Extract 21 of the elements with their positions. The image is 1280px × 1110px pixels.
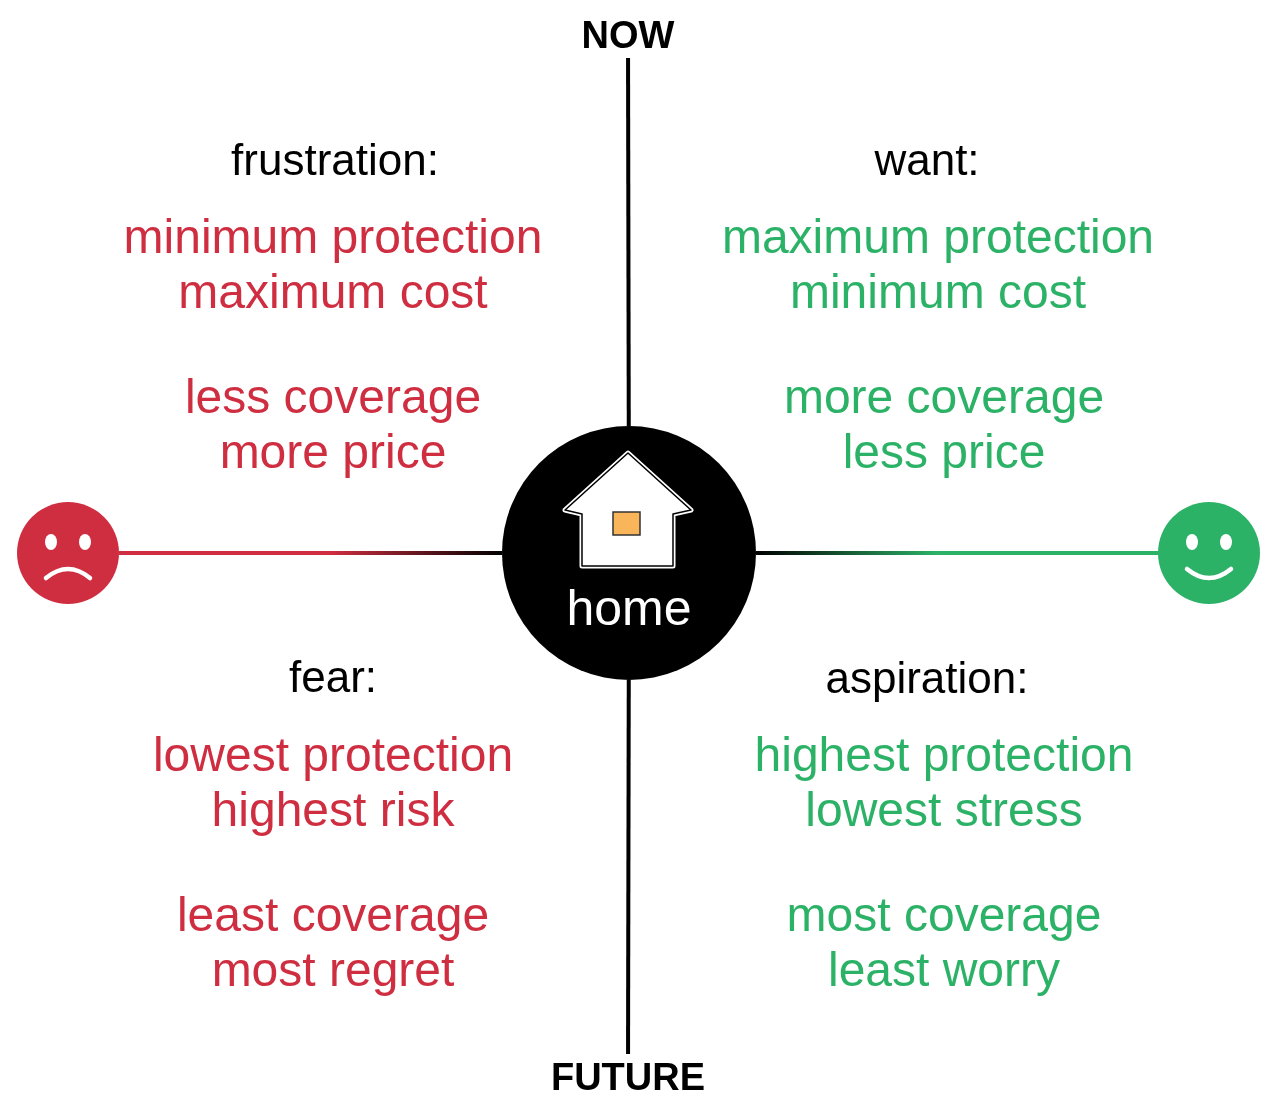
happy-face-icon bbox=[1158, 502, 1260, 604]
connector-line bbox=[756, 551, 1158, 555]
connector-line bbox=[119, 551, 502, 555]
quadrant-text: more coverage less price bbox=[782, 369, 1106, 479]
quadrant-heading: want: bbox=[874, 134, 980, 186]
quadrant-text: maximum protection minimum cost bbox=[720, 209, 1156, 319]
connector-line bbox=[626, 680, 631, 1054]
quadrant-heading: frustration: bbox=[231, 134, 439, 186]
quadrant-text: most coverage least worry bbox=[785, 887, 1103, 997]
connector-line bbox=[626, 58, 631, 426]
quadrant-text: highest protection lowest stress bbox=[753, 727, 1135, 837]
sad-face-icon bbox=[17, 502, 119, 604]
node-label: home bbox=[566, 579, 692, 638]
axis-label: NOW bbox=[581, 13, 675, 58]
quadrant-heading: fear: bbox=[289, 651, 377, 703]
axis-label: FUTURE bbox=[550, 1055, 706, 1100]
quadrant-heading: aspiration: bbox=[825, 652, 1029, 704]
quadrant-text: least coverage most regret bbox=[175, 887, 491, 997]
quadrant-text: minimum protection maximum cost bbox=[122, 209, 544, 319]
quadrant-text: lowest protection highest risk bbox=[151, 727, 515, 837]
quadrant-text: less coverage more price bbox=[183, 369, 483, 479]
